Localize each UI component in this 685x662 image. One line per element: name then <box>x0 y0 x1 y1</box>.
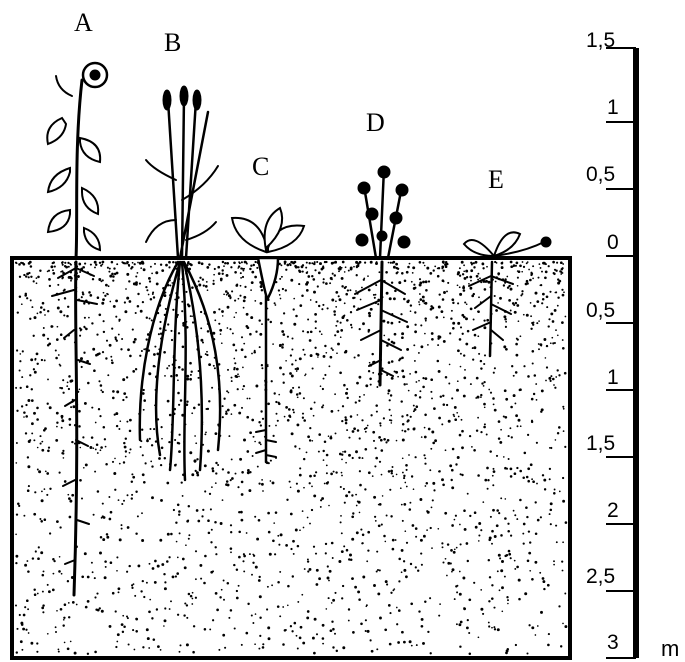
scale-label-above-1-5: 1,5 <box>586 30 615 51</box>
scale-label-ground-0: 0 <box>607 232 619 253</box>
plant-d-flowering-herb-icon <box>355 166 410 385</box>
scale-label-depth-2: 2 <box>607 500 619 521</box>
plant-label-a: A <box>74 10 93 36</box>
plant-label-d: D <box>366 110 385 136</box>
plant-c-beet-icon <box>232 208 304 462</box>
scale-label-above-0-5: 0,5 <box>586 164 615 185</box>
plant-a-sunflower-icon <box>47 63 107 595</box>
scale-unit-label: m <box>661 638 679 660</box>
scale-label-above-1: 1 <box>607 97 619 118</box>
plant-label-e: E <box>488 167 504 193</box>
scale-label-depth-3: 3 <box>607 632 619 653</box>
scale-label-depth-1: 1 <box>607 367 619 388</box>
scale-label-depth-1-5: 1,5 <box>586 433 615 454</box>
plant-b-wheat-icon <box>140 86 220 480</box>
soil-stipple <box>15 261 567 655</box>
scale-label-depth-2-5: 2,5 <box>586 566 615 587</box>
scale-label-depth-0-5: 0,5 <box>586 300 615 321</box>
plant-label-b: B <box>164 30 181 56</box>
plant-label-c: C <box>252 154 269 180</box>
plant-e-low-clover-icon <box>464 232 551 356</box>
